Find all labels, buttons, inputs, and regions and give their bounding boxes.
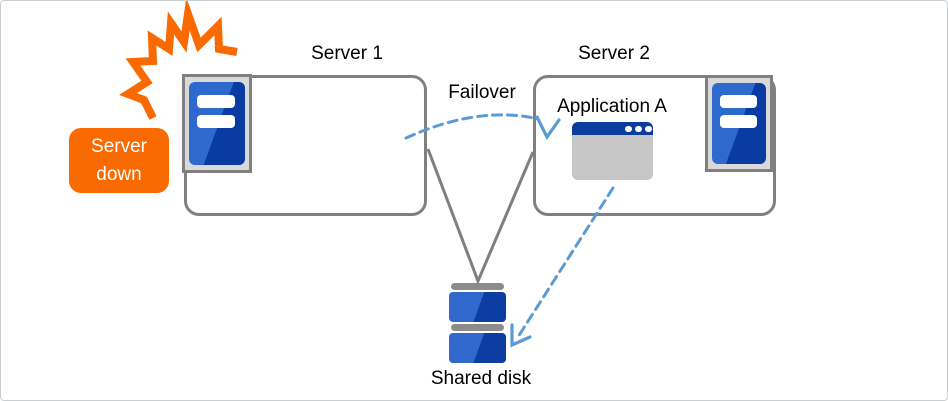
server1-drive-slot-icon xyxy=(197,115,235,128)
server1-hardware-icon xyxy=(182,74,252,173)
server-down-badge: Server down xyxy=(69,128,169,193)
disk-cap xyxy=(451,324,504,331)
server-to-disk-lines xyxy=(426,148,535,286)
server-down-label: Server down xyxy=(91,135,147,185)
window-dot-icon xyxy=(635,125,642,132)
server2-drive-slot-icon xyxy=(720,95,757,108)
server1-rack-unit xyxy=(189,82,245,165)
server2-hardware-icon xyxy=(705,75,773,172)
window-dot-icon xyxy=(625,125,632,132)
window-dot-icon xyxy=(645,125,652,132)
server2-drive-slot-icon xyxy=(720,115,757,128)
disk-cap xyxy=(451,283,504,290)
server1-drive-slot-icon xyxy=(197,95,235,108)
application-a-label: Application A xyxy=(557,96,667,117)
failover-label: Failover xyxy=(448,82,516,103)
disk-drum xyxy=(449,333,506,363)
shared-disk-label: Shared disk xyxy=(430,368,532,389)
server2-rack-unit xyxy=(712,83,766,164)
server2-label: Server 2 xyxy=(578,43,650,64)
disk-drum xyxy=(449,292,506,322)
window-titlebar xyxy=(572,122,653,135)
app-to-disk-arrowhead-icon xyxy=(510,323,532,348)
application-window-icon xyxy=(572,122,653,180)
shared-disk-icon xyxy=(449,283,506,365)
server1-label: Server 1 xyxy=(311,43,383,64)
